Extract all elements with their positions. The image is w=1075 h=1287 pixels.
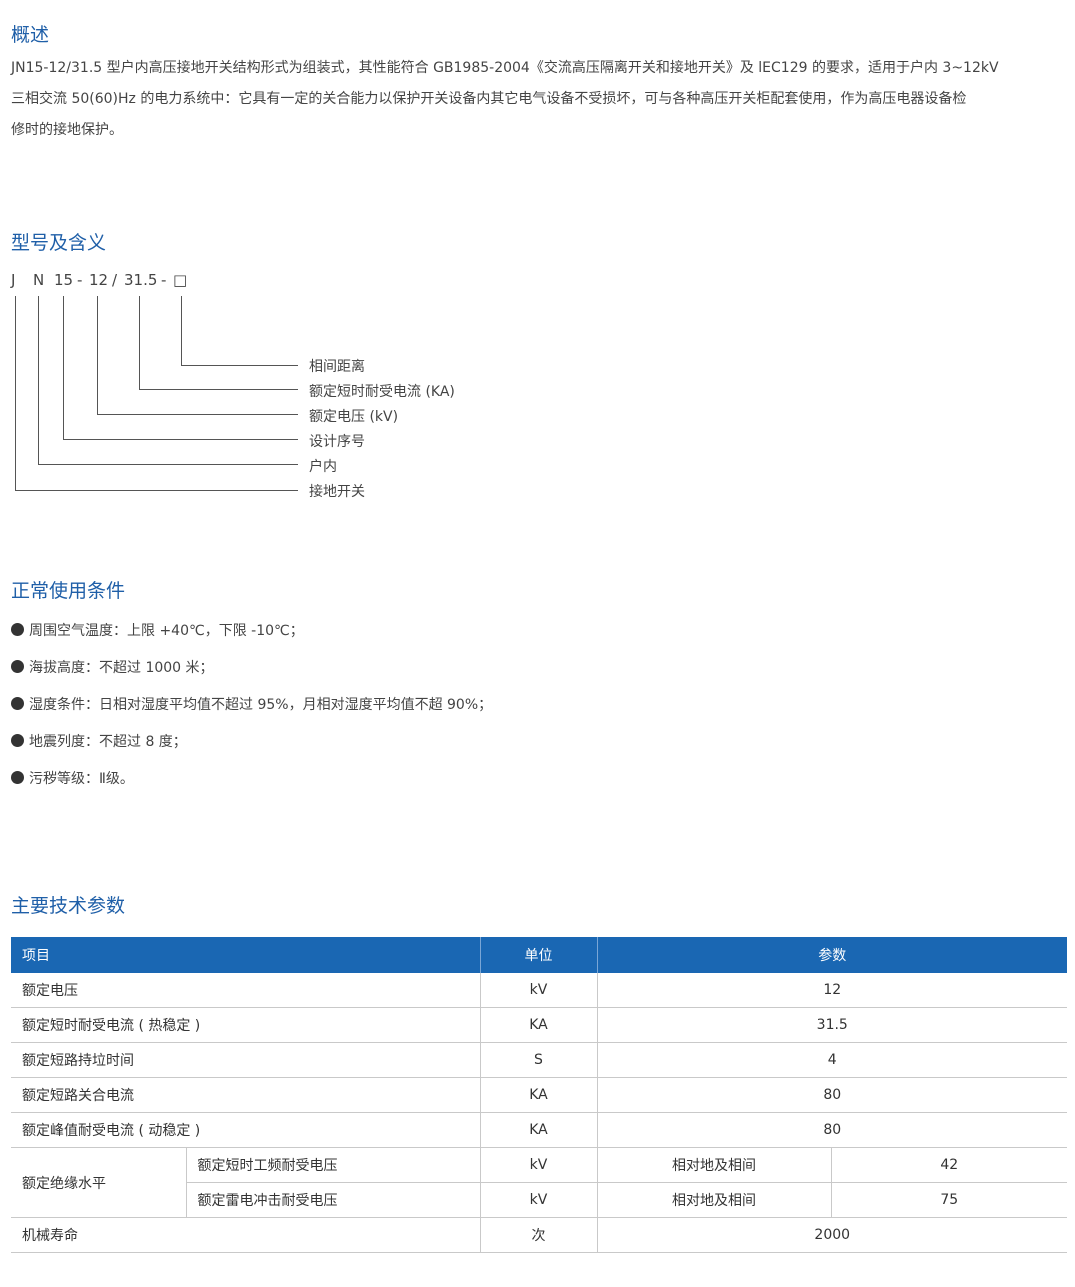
overview-paragraph: JN15-12/31.5 型户内高压接地开关结构形式为组装式，其性能符合 GB1… — [11, 53, 1067, 146]
cell-unit: KA — [480, 1112, 598, 1148]
cell-item: 额定短时工频耐受电压 — [186, 1147, 481, 1183]
condition-item: 湿度条件：日相对湿度平均值不超过 95%，月相对湿度平均值不超 90%； — [11, 694, 492, 714]
model-part: J — [11, 271, 16, 289]
cell-condition: 相对地及相间 — [597, 1147, 832, 1183]
table-header-row: 项目 单位 参数 — [11, 937, 1067, 973]
cell-group: 额定绝缘水平 — [11, 1147, 187, 1218]
cell-item: 机械寿命 — [11, 1217, 481, 1253]
model-title: 型号及含义 — [11, 232, 107, 254]
model-part: 15 — [54, 271, 74, 289]
cell-value: 75 — [831, 1182, 1067, 1218]
table-row: 额定短路关合电流 KA 80 — [11, 1077, 1067, 1113]
header-unit: 单位 — [480, 937, 598, 973]
model-part: 31.5 — [124, 271, 158, 289]
bullet-icon — [11, 734, 24, 747]
cell-unit: kV — [480, 973, 598, 1008]
cell-unit: 次 — [480, 1217, 598, 1253]
model-part: □ — [173, 271, 188, 289]
table-row: 额定电压 kV 12 — [11, 973, 1067, 1008]
model-meaning: 接地开关 — [309, 484, 365, 500]
overview-line: JN15-12/31.5 型户内高压接地开关结构形式为组装式，其性能符合 GB1… — [11, 60, 999, 76]
cell-value: 80 — [597, 1077, 1067, 1113]
condition-item: 地震列度：不超过 8 度； — [11, 731, 187, 751]
header-item: 项目 — [11, 937, 481, 973]
model-meaning: 设计序号 — [309, 434, 365, 450]
conditions-title: 正常使用条件 — [11, 580, 126, 602]
cell-unit: S — [480, 1042, 598, 1078]
overview-line: 修时的接地保护。 — [11, 122, 123, 138]
overview-title: 概述 — [11, 24, 50, 46]
bullet-icon — [11, 697, 24, 710]
cell-item: 额定短时耐受电流 ( 热稳定 ) — [11, 1007, 481, 1043]
condition-item: 海拔高度：不超过 1000 米； — [11, 657, 214, 677]
table-row: 额定绝缘水平 额定短时工频耐受电压 kV 相对地及相间 42 — [11, 1147, 1067, 1218]
model-part: - — [161, 271, 167, 289]
cell-item: 额定电压 — [11, 973, 481, 1008]
condition-item: 污秽等级：Ⅱ级。 — [11, 768, 134, 788]
table-row: 机械寿命 次 2000 — [11, 1217, 1067, 1253]
cell-value: 12 — [597, 973, 1067, 1008]
model-part: N — [33, 271, 45, 289]
cell-condition: 相对地及相间 — [597, 1182, 832, 1218]
cell-unit: KA — [480, 1077, 598, 1113]
model-meaning: 相间距离 — [309, 359, 365, 375]
cell-item: 额定短路关合电流 — [11, 1077, 481, 1113]
cell-value: 42 — [831, 1147, 1067, 1183]
cell-unit: KA — [480, 1007, 598, 1043]
bullet-icon — [11, 623, 24, 636]
cell-value: 2000 — [597, 1217, 1067, 1253]
params-table: 项目 单位 参数 额定电压 kV 12 额定短时耐受电流 ( 热稳定 ) KA … — [11, 937, 1067, 1253]
model-meaning: 户内 — [309, 459, 337, 475]
condition-item: 周围空气温度：上限 +40℃，下限 -10℃； — [11, 620, 304, 640]
cell-value: 4 — [597, 1042, 1067, 1078]
cell-item: 额定雷电冲击耐受电压 — [186, 1182, 481, 1218]
overview-line: 三相交流 50(60)Hz 的电力系统中：它具有一定的关合能力以保护开关设备内其… — [11, 91, 967, 107]
cell-unit: kV — [480, 1147, 598, 1183]
model-meaning: 额定电压 (kV) — [309, 409, 399, 425]
cell-item: 额定峰值耐受电流 ( 动稳定 ) — [11, 1112, 481, 1148]
model-part: 12 — [89, 271, 109, 289]
bullet-icon — [11, 660, 24, 673]
model-meaning: 额定短时耐受电流 (KA) — [309, 384, 455, 400]
params-title: 主要技术参数 — [11, 895, 126, 917]
model-part: - — [77, 271, 83, 289]
table-row: 额定雷电冲击耐受电压 kV 相对地及相间 75 — [11, 1182, 1067, 1218]
header-value: 参数 — [597, 937, 1067, 973]
cell-value: 80 — [597, 1112, 1067, 1148]
bullet-icon — [11, 771, 24, 784]
table-row: 额定短路持垃时间 S 4 — [11, 1042, 1067, 1078]
cell-item: 额定短路持垃时间 — [11, 1042, 481, 1078]
model-part: / — [112, 271, 118, 289]
table-row: 额定峰值耐受电流 ( 动稳定 ) KA 80 — [11, 1112, 1067, 1148]
table-row: 额定短时耐受电流 ( 热稳定 ) KA 31.5 — [11, 1007, 1067, 1043]
cell-unit: kV — [480, 1182, 598, 1218]
cell-value: 31.5 — [597, 1007, 1067, 1043]
